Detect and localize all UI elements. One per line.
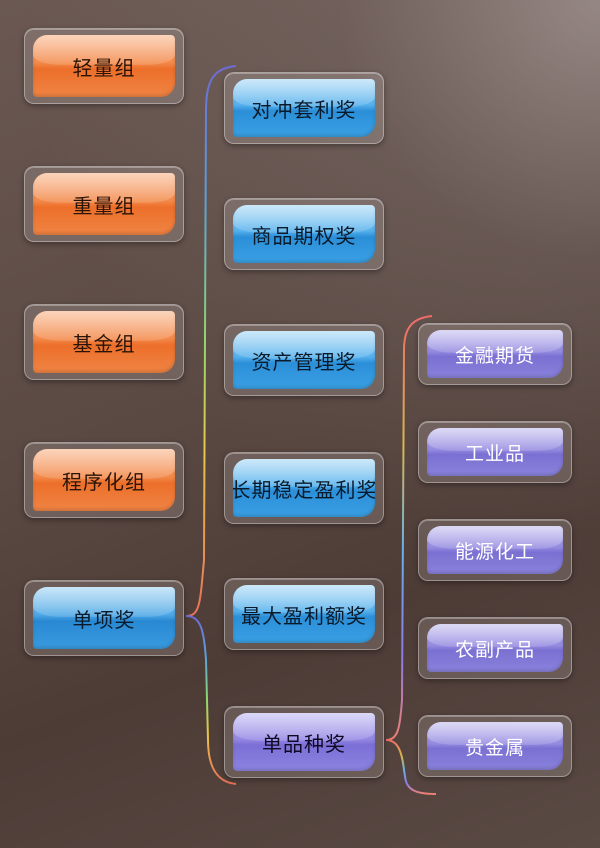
award-asset-pill: 资产管理奖 [233, 331, 375, 389]
group-heavy-node[interactable]: 重量组 [24, 166, 184, 242]
group-program-pill: 程序化组 [33, 449, 175, 511]
group-program-node[interactable]: 程序化组 [24, 442, 184, 518]
award-hedge-node[interactable]: 对冲套利奖 [224, 72, 384, 144]
variety-finance-node[interactable]: 金融期货 [418, 323, 572, 385]
award-max-profit-node[interactable]: 最大盈利额奖 [224, 578, 384, 650]
variety-agri-pill: 农副产品 [427, 624, 563, 672]
award-variety-label: 单品种奖 [262, 731, 346, 756]
group-program-label: 程序化组 [62, 469, 146, 494]
variety-industrial-pill: 工业品 [427, 428, 563, 476]
group-heavy-pill: 重量组 [33, 173, 175, 235]
award-variety-node[interactable]: 单品种奖 [224, 706, 384, 778]
variety-industrial-label: 工业品 [464, 442, 525, 465]
award-stable-label: 长期稳定盈利奖 [233, 477, 375, 502]
award-option-pill: 商品期权奖 [233, 205, 375, 263]
group-single-award-pill: 单项奖 [33, 587, 175, 649]
award-option-node[interactable]: 商品期权奖 [224, 198, 384, 270]
award-stable-node[interactable]: 长期稳定盈利奖 [224, 452, 384, 524]
award-max-profit-pill: 最大盈利额奖 [233, 585, 375, 643]
group-single-award-label: 单项奖 [72, 607, 136, 632]
group-fund-label: 基金组 [72, 331, 136, 356]
variety-industrial-node[interactable]: 工业品 [418, 421, 572, 483]
award-hedge-label: 对冲套利奖 [251, 97, 357, 122]
variety-energy-pill: 能源化工 [427, 526, 563, 574]
variety-metal-label: 贵金属 [464, 736, 525, 759]
award-asset-label: 资产管理奖 [251, 349, 357, 374]
award-asset-node[interactable]: 资产管理奖 [224, 324, 384, 396]
group-fund-pill: 基金组 [33, 311, 175, 373]
group-light-label: 轻量组 [72, 55, 136, 80]
variety-energy-node[interactable]: 能源化工 [418, 519, 572, 581]
award-variety-pill: 单品种奖 [233, 713, 375, 771]
variety-energy-label: 能源化工 [454, 540, 535, 563]
group-light-pill: 轻量组 [33, 35, 175, 97]
variety-finance-pill: 金融期货 [427, 330, 563, 378]
group-heavy-label: 重量组 [72, 193, 136, 218]
award-option-label: 商品期权奖 [251, 223, 357, 248]
award-hedge-pill: 对冲套利奖 [233, 79, 375, 137]
award-stable-pill: 长期稳定盈利奖 [233, 459, 375, 517]
variety-metal-node[interactable]: 贵金属 [418, 715, 572, 777]
variety-agri-label: 农副产品 [454, 638, 535, 661]
group-fund-node[interactable]: 基金组 [24, 304, 184, 380]
group-single-award-node[interactable]: 单项奖 [24, 580, 184, 656]
award-max-profit-label: 最大盈利额奖 [241, 603, 367, 628]
group-light-node[interactable]: 轻量组 [24, 28, 184, 104]
variety-finance-label: 金融期货 [454, 344, 535, 367]
variety-metal-pill: 贵金属 [427, 722, 563, 770]
variety-agri-node[interactable]: 农副产品 [418, 617, 572, 679]
